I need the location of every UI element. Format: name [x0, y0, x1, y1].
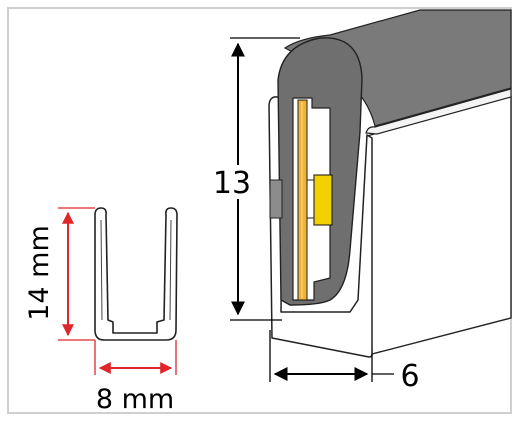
- u-profile-inner-left: [100, 219, 103, 321]
- profile-width-dimension: [94, 340, 177, 375]
- profile-width-label: 8 mm: [96, 384, 174, 415]
- u-profile: [94, 207, 178, 341]
- led-chip: [313, 174, 333, 226]
- u-profile-inner-right: [169, 219, 172, 321]
- neon-strip: [268, 9, 512, 358]
- strip-width-dimension: [269, 330, 394, 382]
- profile-height-label: 14 mm: [24, 225, 55, 321]
- strip-width-label: 6: [400, 359, 419, 394]
- strip-height-label: 13: [213, 166, 251, 201]
- side-slot: [269, 179, 283, 219]
- profile-height-dimension: [58, 207, 95, 341]
- housing-side: [366, 95, 512, 355]
- u-profile-outline: [94, 207, 178, 341]
- housing-lip: [365, 88, 512, 135]
